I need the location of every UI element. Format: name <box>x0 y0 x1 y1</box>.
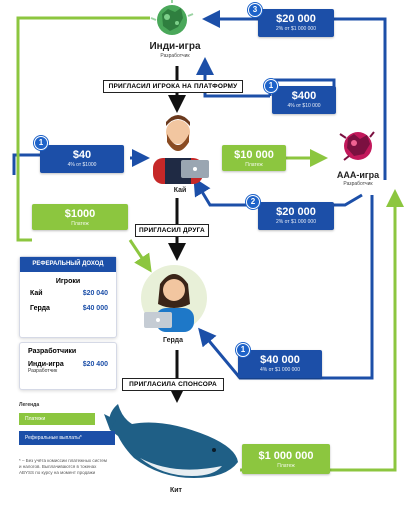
referral-income-panel: РЕФЕРАЛЬНЫЙ ДОХОД Игроки Кай $20 040 Гер… <box>19 256 117 338</box>
kai-name: Кай <box>173 187 187 194</box>
players-title: Игроки <box>55 278 81 285</box>
payment-box-10000: $10 000 Платеж <box>222 145 286 171</box>
developer-row: Инди-игра $20 400 <box>28 361 108 368</box>
step-badge-1: 1 <box>264 79 278 93</box>
legend-title: Легенда <box>19 402 40 408</box>
legend-referral: Реферальные выплаты* <box>19 431 115 445</box>
referral-box-20000-top: $20 000 2% от $1 000 000 <box>258 9 334 37</box>
step-invite-friend: ПРИГЛАСИЛ ДРУГА <box>135 224 209 237</box>
kai-avatar <box>145 110 215 186</box>
indie-game-title: Инди-игра <box>149 41 201 52</box>
aaa-game-icon <box>336 126 380 166</box>
referral-box-40: $40 4% от $1000 <box>40 145 124 173</box>
step-invite-sponsor: ПРИГЛАСИЛА СПОНСОРА <box>122 378 224 391</box>
step-invite-player: ПРИГЛАСИЛ ИГРОКА НА ПЛАТФОРМУ <box>103 80 243 93</box>
developers-title: Разработчики <box>28 348 77 355</box>
whale-icon <box>104 396 244 482</box>
indie-game-icon <box>148 0 196 40</box>
aaa-game-title: ААА-игра <box>336 170 380 180</box>
payment-box-1000: $1000 Платеж <box>32 204 128 230</box>
referral-box-20000-mid: $20 000 2% от $1 000 000 <box>258 202 334 230</box>
step-badge-1: 1 <box>236 343 250 357</box>
referral-box-40000: $40 000 4% от $1 000 000 <box>238 350 322 378</box>
referral-box-400: $400 4% от $10 000 <box>272 86 336 114</box>
referral-line-1-indie <box>196 57 270 98</box>
referral-line-1-gerda <box>198 195 374 380</box>
payment-line-1000 <box>16 16 150 242</box>
referral-income-header: РЕФЕРАЛЬНЫЙ ДОХОД <box>20 257 116 272</box>
gerda-name: Герда <box>163 337 183 344</box>
player-row: Герда $40 000 <box>30 305 108 312</box>
player-row: Кай $20 040 <box>30 290 108 297</box>
aaa-game-subtitle: Разработчик <box>343 181 373 187</box>
step-badge-2: 2 <box>246 195 260 209</box>
footnote: * – Без учёта комиссии платежных систем … <box>19 458 107 475</box>
indie-game-subtitle: Разработчик <box>160 53 190 59</box>
developers-income-panel: Разработчики Инди-игра $20 400 Разработч… <box>19 342 117 390</box>
legend-payments: Платежи <box>19 413 95 425</box>
step-badge-1: 1 <box>34 136 48 150</box>
payment-box-1000000: $1 000 000 Платеж <box>242 444 330 474</box>
whale-name: Кит <box>169 487 182 494</box>
step-badge-3: 3 <box>248 3 262 17</box>
gerda-avatar <box>138 262 210 334</box>
